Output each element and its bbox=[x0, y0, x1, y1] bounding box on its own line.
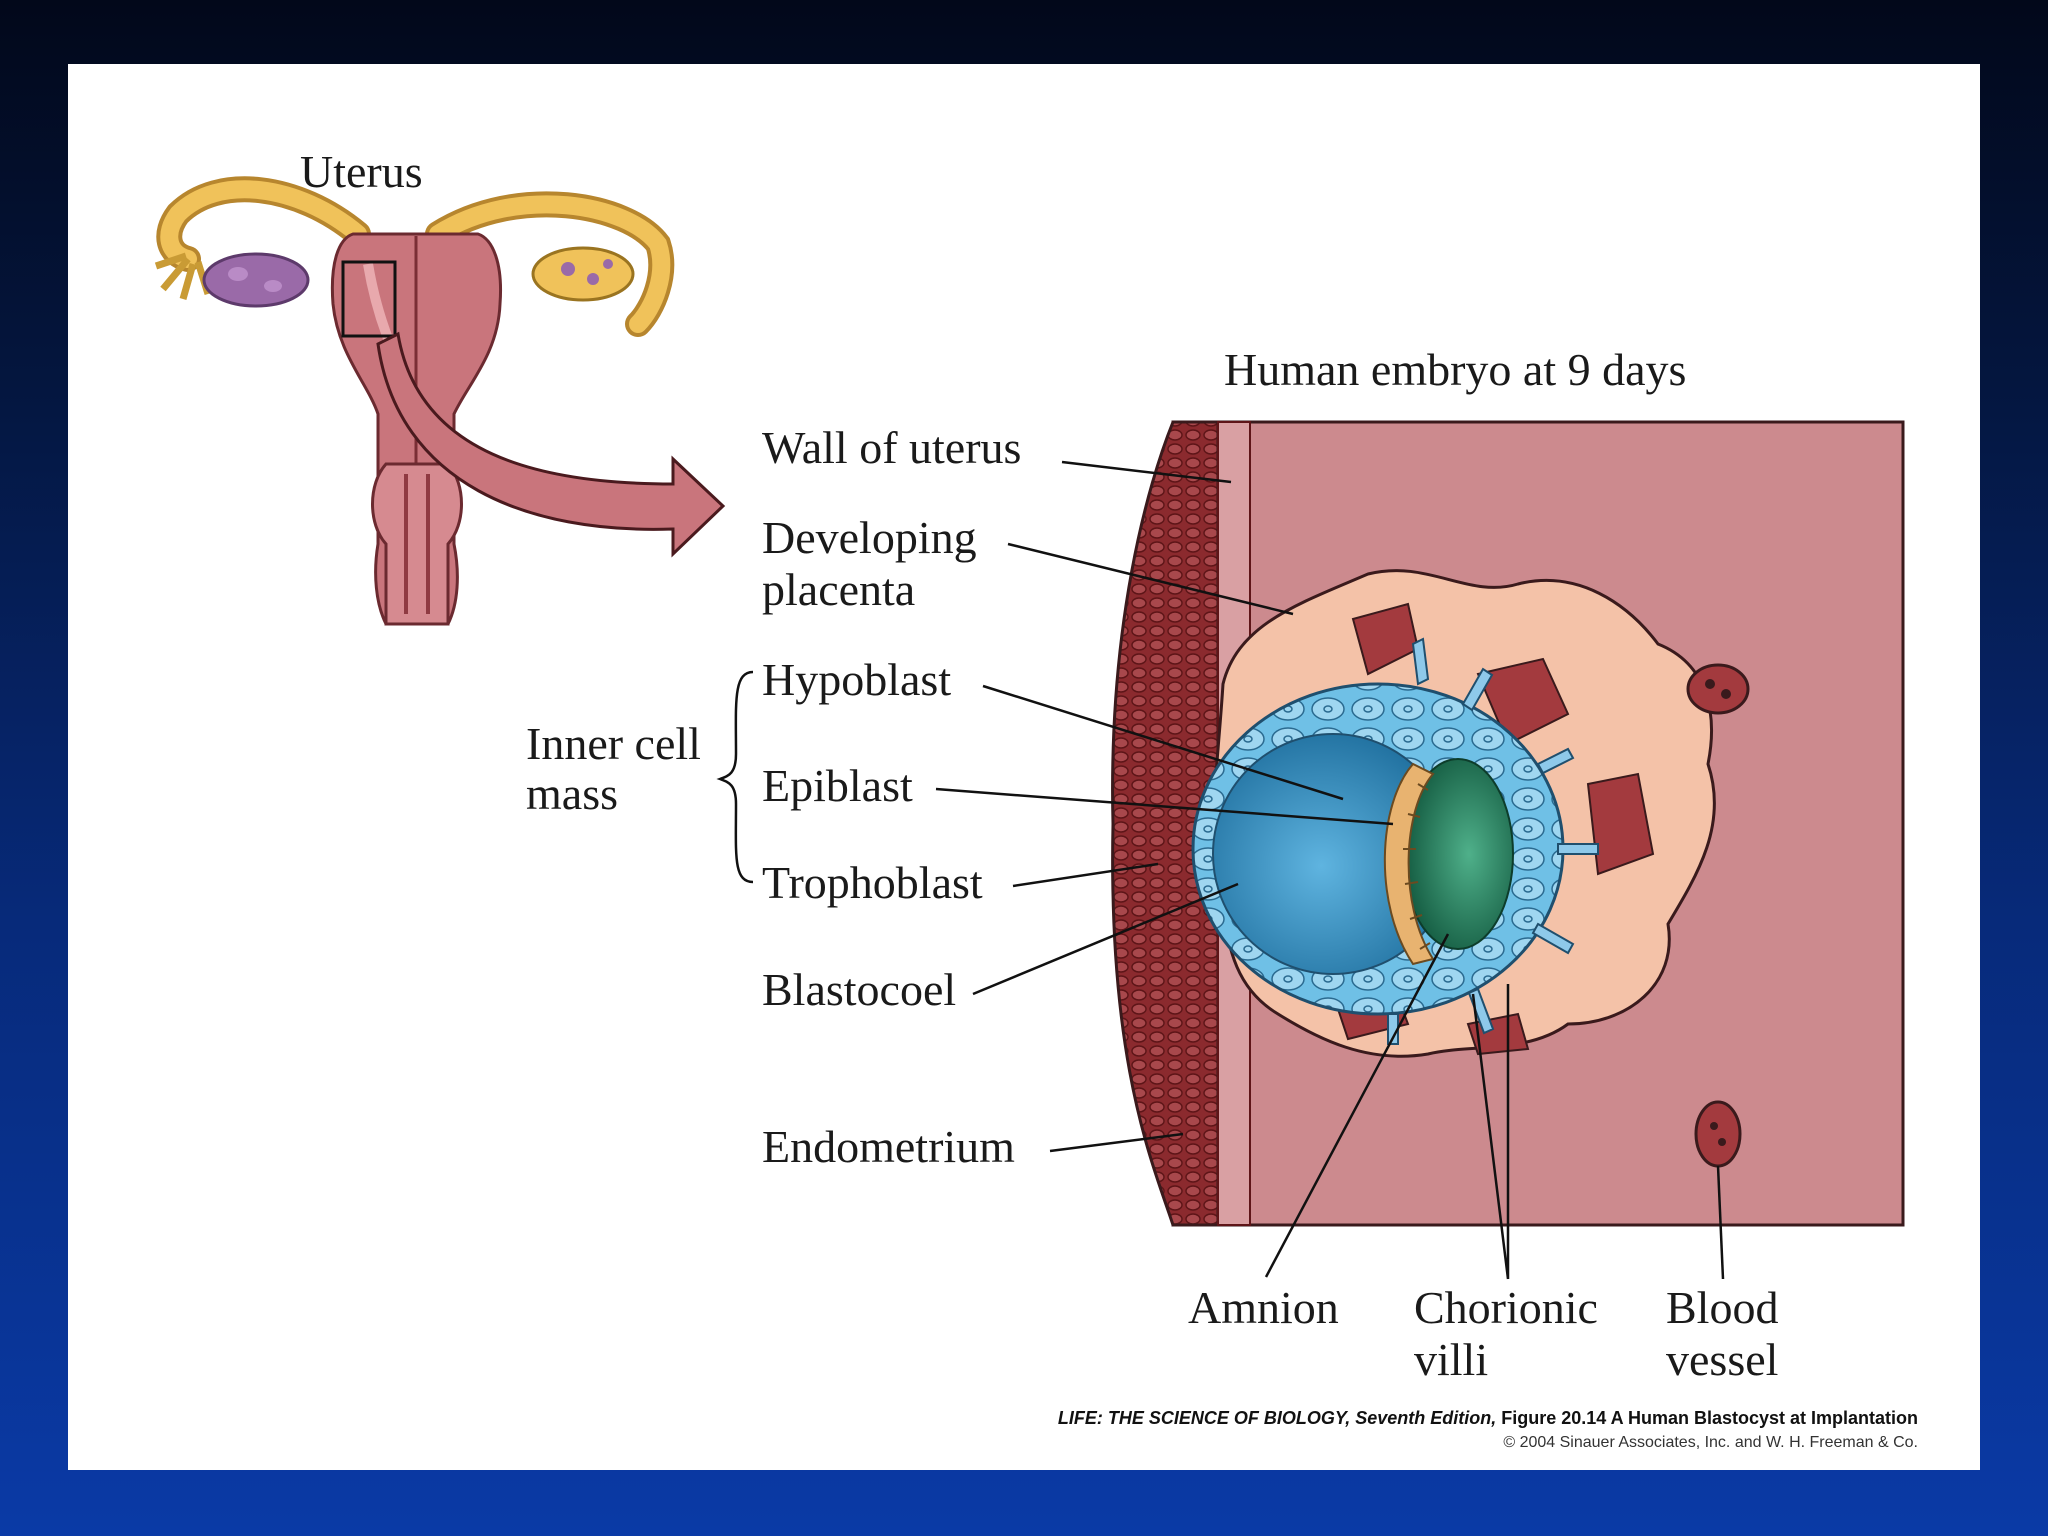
label-uterus: Uterus bbox=[300, 146, 423, 197]
uterus-illustration bbox=[154, 176, 726, 626]
label-wall-of-uterus: Wall of uterus bbox=[762, 422, 1022, 473]
diagram-canvas bbox=[154, 176, 1905, 1280]
credit-book: LIFE: THE SCIENCE OF BIOLOGY bbox=[1057, 1408, 1346, 1428]
label-vessel: vessel bbox=[1666, 1334, 1779, 1385]
title: Human embryo at 9 days bbox=[1224, 344, 1687, 395]
figure-credit: LIFE: THE SCIENCE OF BIOLOGY, Seventh Ed… bbox=[1058, 1408, 1918, 1429]
label-chorionic: Chorionic bbox=[1414, 1282, 1598, 1333]
label-amnion: Amnion bbox=[1188, 1282, 1339, 1333]
label-blood: Blood bbox=[1666, 1282, 1779, 1333]
credit-edition: , Seventh Edition, bbox=[1345, 1408, 1497, 1428]
embryo-panel bbox=[1111, 420, 1905, 1227]
inner-cell-mass-bracket bbox=[716, 670, 754, 884]
endometrium-tissue bbox=[1111, 420, 1220, 1227]
label-placenta: placenta bbox=[762, 564, 916, 615]
label-epiblast: Epiblast bbox=[762, 760, 913, 811]
credit-figure: Figure 20.14 A Human Blastocyst at Impla… bbox=[1496, 1408, 1918, 1428]
label-endometrium: Endometrium bbox=[762, 1121, 1015, 1172]
label-hypoblast: Hypoblast bbox=[762, 654, 952, 705]
label-blastocoel: Blastocoel bbox=[762, 964, 957, 1015]
copyright: © 2004 Sinauer Associates, Inc. and W. H… bbox=[1503, 1434, 1918, 1451]
label-villi: villi bbox=[1414, 1334, 1489, 1385]
label-developing: Developing bbox=[762, 512, 977, 563]
label-inner-cell: Inner cell bbox=[526, 718, 701, 769]
leader-lines bbox=[935, 460, 1725, 1280]
label-trophoblast: Trophoblast bbox=[762, 857, 983, 908]
slide: Uterus Human embryo at 9 days Wall of ut… bbox=[68, 64, 1980, 1470]
label-mass: mass bbox=[526, 768, 618, 819]
